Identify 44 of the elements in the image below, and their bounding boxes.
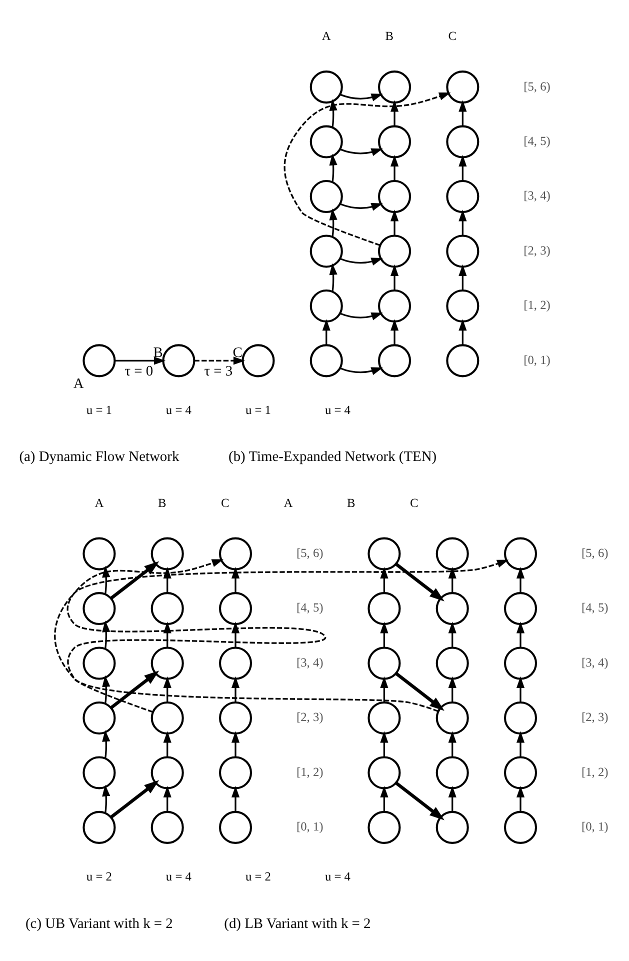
node-label: [0, 1): [296, 819, 324, 834]
label: A: [284, 495, 293, 510]
edge-label: τ = 3: [204, 362, 233, 379]
node-label: [5, 6): [524, 78, 550, 93]
node-label: [3, 4): [296, 654, 324, 669]
node-label: [4, 5): [524, 133, 550, 148]
node-label: [2, 3): [581, 710, 608, 724]
label: B: [385, 28, 394, 43]
label: (d) LB Variant with k = 2: [224, 915, 371, 932]
label: u = 2: [245, 869, 271, 884]
label: C: [221, 495, 230, 510]
label: (b) Time-Expanded Network (TEN): [228, 448, 437, 465]
label: u = 1: [86, 402, 112, 416]
node-label: [5, 6): [581, 546, 608, 560]
label: u = 1: [245, 402, 271, 416]
label: u = 4: [324, 869, 351, 884]
label: C: [448, 28, 456, 43]
node-label: [0, 1): [524, 352, 550, 366]
node-label: [1, 2): [581, 764, 608, 778]
edge-label: τ = 0: [124, 362, 154, 379]
label: u = 4: [166, 402, 192, 416]
node-label: [4, 5): [296, 600, 324, 614]
node-label: A: [73, 375, 84, 392]
label: (c) UB Variant with k = 2: [25, 915, 173, 932]
label: u = 4: [324, 402, 351, 416]
label: (a) Dynamic Flow Network: [19, 448, 180, 465]
label: A: [322, 28, 331, 43]
label: A: [94, 495, 104, 510]
label: u = 2: [86, 869, 112, 884]
node-label: [0, 1): [581, 819, 608, 834]
label: B: [347, 495, 356, 510]
node-label: [4, 5): [581, 600, 608, 614]
label: B: [158, 495, 166, 510]
node-label: [1, 2): [524, 298, 550, 312]
label: C: [410, 495, 418, 510]
node-label: [2, 3): [296, 710, 324, 724]
node-label: [5, 6): [296, 546, 324, 560]
node-label: [1, 2): [296, 764, 324, 778]
node-label: [3, 4): [524, 188, 550, 202]
node-label: B: [153, 344, 163, 360]
node-label: [2, 3): [524, 242, 550, 257]
label: u = 4: [166, 869, 192, 884]
node-label: C: [232, 344, 242, 360]
node-label: [3, 4): [581, 654, 608, 669]
